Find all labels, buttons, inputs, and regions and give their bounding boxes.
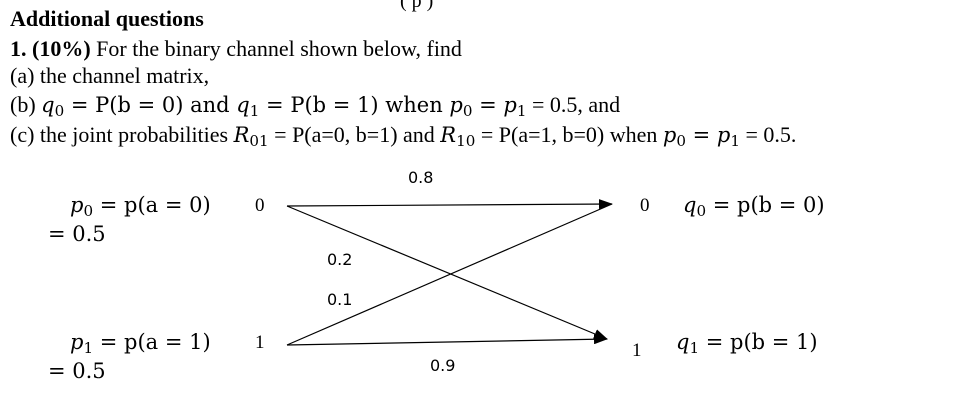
label-p10: 0.1 [327, 290, 353, 309]
part-b-prefix: (b) [10, 92, 42, 117]
part-c-mid2: = P(a=1, b=0) when [475, 122, 663, 147]
part-c-prefix: (c) the joint probabilities [10, 122, 234, 147]
input-node-1: 1 [255, 332, 265, 353]
question-stem: 1. (10%) For the binary channel shown be… [10, 36, 462, 62]
part-b: (b) q0 = P(b = 0) and q1 = P(b = 1) when… [10, 92, 620, 124]
input-1-prob: p1 = p(a = 1) [70, 330, 211, 357]
part-c-tail: = 0.5. [739, 122, 797, 147]
input-1-value: = 0.5 [48, 359, 106, 383]
part-c-eq: = [685, 123, 717, 147]
part-c-p1: p1 [716, 123, 740, 150]
part-b-q0: q0 [41, 93, 65, 120]
page-heading: Additional questions [10, 6, 204, 31]
question-weight: (10%) [32, 36, 91, 61]
edge-1-to-1 [286, 334, 608, 346]
part-b-eq1: = P(b = 0) and [64, 93, 237, 117]
cropped-top-text: ( p ) [400, 0, 434, 12]
part-b-eq2: = P(b = 1) when [259, 93, 450, 117]
part-c-p0: p0 [662, 123, 686, 150]
label-p01: 0.2 [327, 250, 353, 269]
part-c-R10: R10 [440, 123, 476, 150]
question-stem-text: For the binary channel shown below, find [90, 36, 462, 61]
part-c-mid: = P(a=0, b=1) and [268, 122, 441, 147]
output-0-prob: q0 = p(b = 0) [683, 193, 825, 220]
part-b-eq3: = [472, 93, 504, 117]
part-c: (c) the joint probabilities R01 = P(a=0,… [10, 122, 796, 154]
part-b-p0: p0 [449, 93, 473, 120]
edge-1-to-0 [286, 203, 613, 346]
edge-0-to-1 [286, 205, 608, 340]
label-p00: 0.8 [408, 168, 434, 187]
input-0-value: = 0.5 [48, 222, 106, 246]
part-a: (a) the channel matrix, [10, 63, 210, 88]
part-b-q1: q1 [236, 93, 260, 120]
input-0-prob: p0 = p(a = 0) [70, 193, 211, 220]
question-number: 1. [10, 36, 27, 61]
part-b-tail: = 0.5, and [526, 92, 621, 117]
output-1-prob: q1 = p(b = 1) [676, 330, 818, 357]
part-b-p1: p1 [503, 93, 527, 120]
output-node-0: 0 [640, 195, 650, 216]
output-node-1: 1 [632, 340, 642, 361]
input-node-0: 0 [255, 195, 265, 216]
edge-0-to-0 [286, 199, 613, 210]
part-c-R01: R01 [233, 123, 269, 150]
label-p11: 0.9 [430, 356, 456, 375]
